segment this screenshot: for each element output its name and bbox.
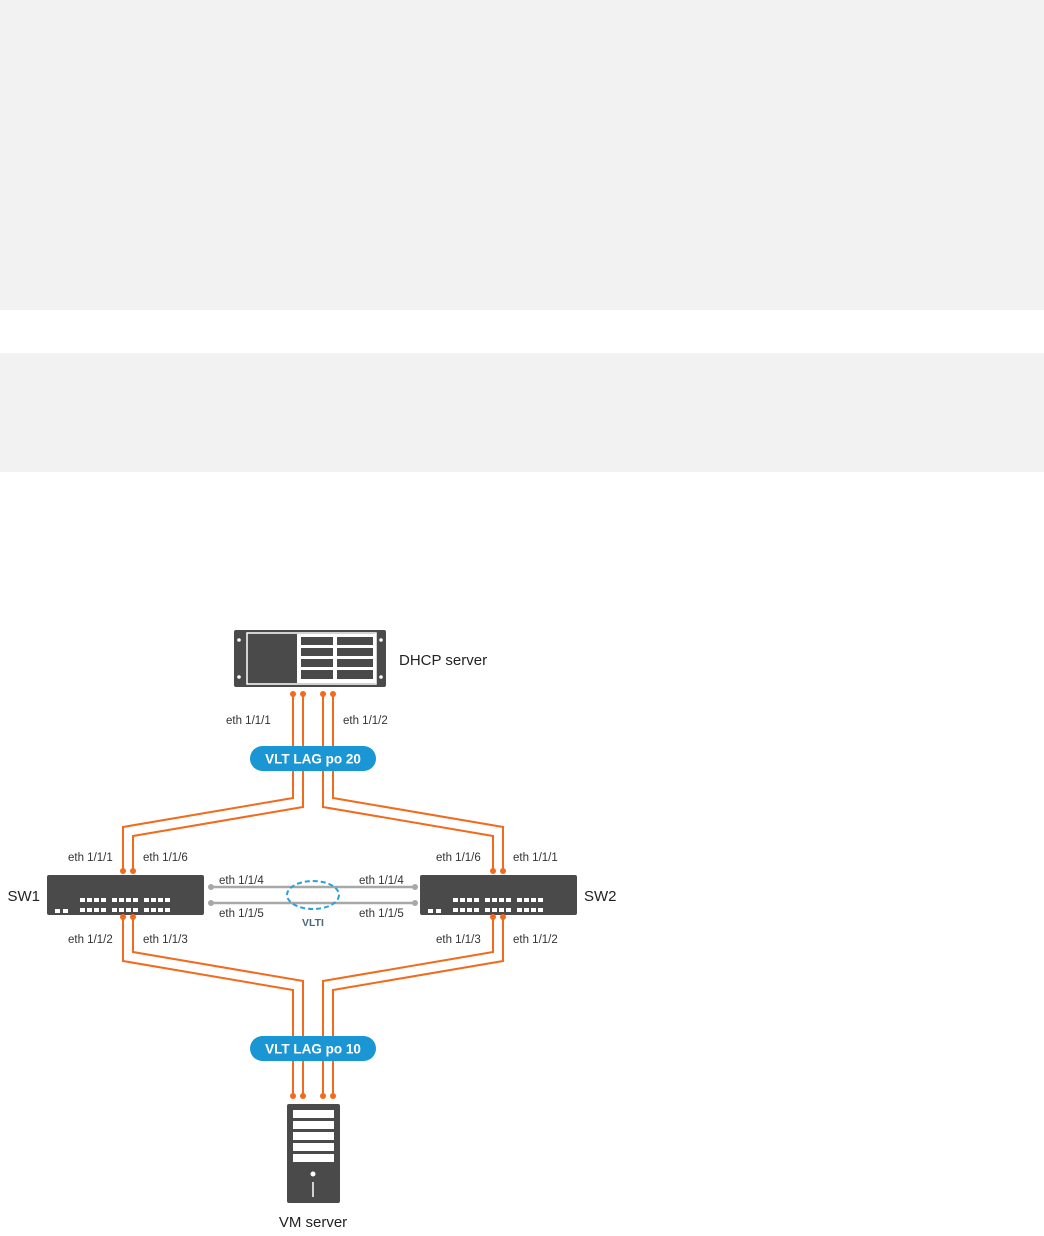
vm-port-dots [290,1093,336,1099]
vm-server-label: VM server [279,1214,347,1231]
sw1-label: SW1 [7,888,40,905]
switch-port-dots [120,868,506,920]
lag-po20-links [122,694,504,871]
vlti-links [208,884,418,906]
port-label-sw1-top-right: eth 1/1/6 [143,852,188,864]
port-label-sw2-top-right: eth 1/1/1 [513,852,558,864]
port-label-vlti-sw1-a: eth 1/1/4 [219,875,264,887]
port-label-sw1-bottom-right: eth 1/1/3 [143,934,188,946]
port-label-sw2-bottom-right: eth 1/1/2 [513,934,558,946]
lag-po10-label: VLT LAG po 10 [265,1042,361,1057]
lag-po20-badge: VLT LAG po 20 [250,746,376,771]
port-label-vlti-sw2-b: eth 1/1/5 [359,908,404,920]
lag-po10-badge: VLT LAG po 10 [250,1036,376,1061]
port-label-vlti-sw2-a: eth 1/1/4 [359,875,404,887]
sw2-label: SW2 [584,888,617,905]
sw2-switch-icon [420,875,577,915]
dhcp-port-dots [290,691,336,697]
port-label-sw2-bottom-left: eth 1/1/3 [436,934,481,946]
sw1-switch-icon [47,875,204,915]
port-label-dhcp-right: eth 1/1/2 [343,715,388,727]
lag-po20-label: VLT LAG po 20 [265,752,361,767]
port-label-sw2-top-left: eth 1/1/6 [436,852,481,864]
dhcp-server-icon [234,630,386,687]
port-label-sw1-bottom-left: eth 1/1/2 [68,934,113,946]
dhcp-server-label: DHCP server [399,652,487,669]
port-label-dhcp-left: eth 1/1/1 [226,715,271,727]
vm-server-icon [287,1104,340,1203]
port-label-vlti-sw1-b: eth 1/1/5 [219,908,264,920]
vlti-label: VLTI [302,917,324,929]
code-block-2 [0,353,1044,472]
code-block-1 [0,0,1044,310]
vlti-ring-icon [286,880,340,910]
port-label-sw1-top-left: eth 1/1/1 [68,852,113,864]
